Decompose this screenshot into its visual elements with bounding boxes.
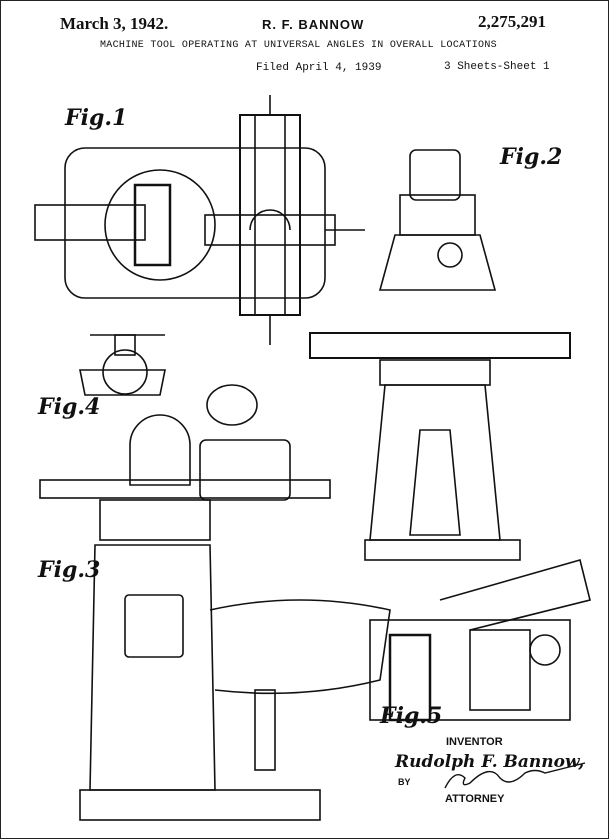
inventor-label: INVENTOR	[446, 736, 503, 748]
patent-date: March 3, 1942.	[60, 14, 169, 33]
fig1-drawing	[34, 95, 365, 345]
attorney-label: ATTORNEY	[445, 793, 505, 805]
fig1-label: Fig.1	[65, 105, 128, 131]
by-label: BY	[398, 777, 411, 787]
fig2-drawing	[309, 149, 571, 561]
fig2-label: Fig.2	[500, 144, 563, 170]
fig4-label: Fig.4	[38, 394, 101, 420]
patent-title: MACHINE TOOL OPERATING AT UNIVERSAL ANGL…	[100, 40, 497, 51]
inventor-signature: Rudolph F. Bannow,	[395, 752, 585, 772]
fig5-label: Fig.5	[380, 703, 443, 729]
filed-date: Filed April 4, 1939	[256, 62, 382, 74]
sheet-count: 3 Sheets-Sheet 1	[444, 61, 550, 73]
patent-number: 2,275,291	[478, 12, 546, 31]
inventor-name: R. F. BANNOW	[262, 17, 365, 32]
fig3-drawing	[39, 384, 391, 821]
fig4-drawing	[79, 334, 166, 396]
fig3-label: Fig.3	[38, 557, 101, 583]
fig5-drawing	[369, 559, 591, 722]
attorney-signature	[444, 762, 586, 789]
